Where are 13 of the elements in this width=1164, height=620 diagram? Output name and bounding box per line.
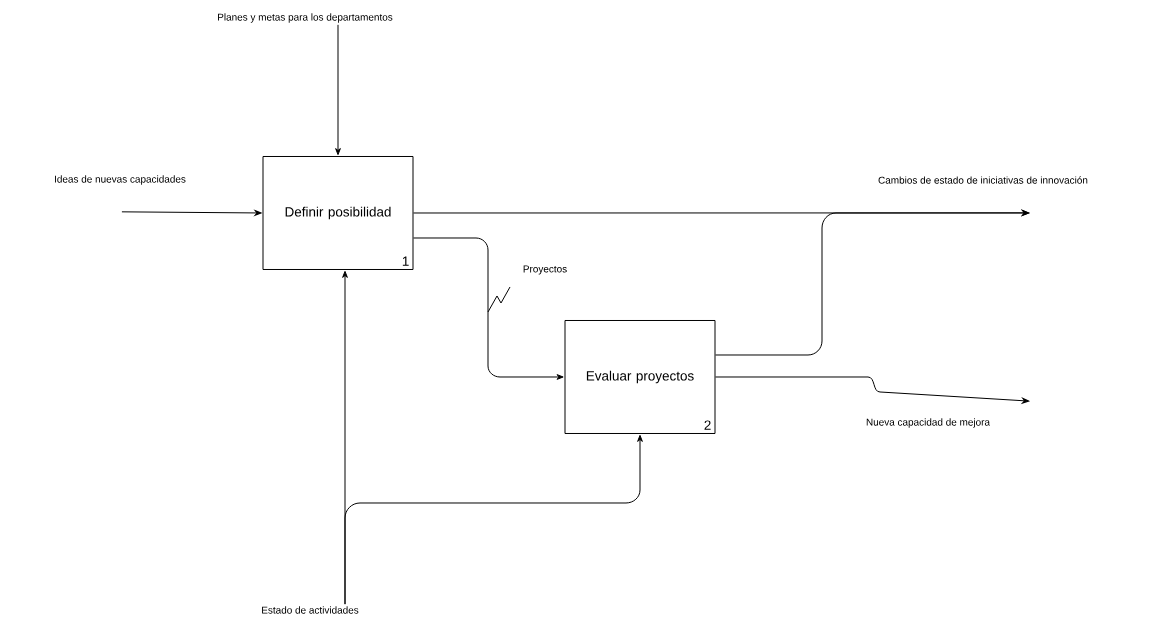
process-box: Evaluar proyectos 2 [564,320,716,434]
arrow [413,237,564,380]
flow-label: Estado de actividades [262,606,359,614]
arrow [715,210,1030,356]
arrow [715,376,1030,404]
arrow [121,210,262,216]
arrow [344,434,643,605]
process-box: Definir posibilidad 1 [262,156,414,270]
flow-label: Ideas de nuevas capacidades [55,175,186,185]
flow-label: Cambios de estado de iniciativas de innovación [878,176,1088,184]
arrow [335,24,341,156]
flow-label: Planes y metas para los departamentos [218,13,393,23]
flow-label: Nueva capacidad de mejora [866,418,990,428]
